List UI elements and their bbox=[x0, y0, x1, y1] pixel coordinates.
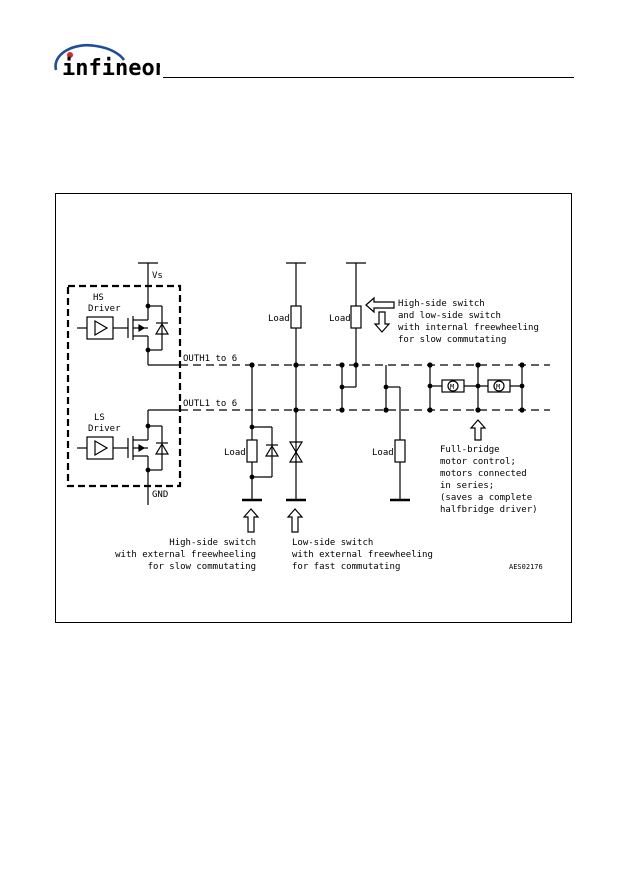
ls-load-branch bbox=[383, 365, 410, 502]
full-bridge-note-6: halfbridge driver) bbox=[440, 505, 538, 515]
gnd-label: GND bbox=[152, 490, 168, 500]
ls-driver-label-2: Driver bbox=[88, 424, 121, 434]
internal-freewheel-branch bbox=[339, 262, 366, 413]
full-bridge-note-1: Full-bridge bbox=[440, 445, 500, 455]
ls-external-branch bbox=[286, 262, 306, 502]
hs-driver-label-2: Driver bbox=[88, 304, 121, 314]
hs-external-load-label: Load bbox=[224, 448, 246, 458]
ls-external-diode-icon bbox=[288, 450, 304, 463]
infineon-logo: infineon bbox=[54, 43, 160, 81]
ls-external-note-2: with external freewheeling bbox=[292, 550, 433, 560]
full-bridge-note-3: motors connected bbox=[440, 469, 527, 479]
ls-driver-label-1: LS bbox=[94, 413, 105, 423]
hs-external-note-1: High-side switch bbox=[169, 538, 256, 548]
internal-load-label: Load bbox=[329, 314, 351, 324]
outh-label: OUTH1 to 6 bbox=[183, 354, 237, 364]
internal-note-2: and low-side switch bbox=[398, 311, 501, 321]
hs-driver-triangle-icon bbox=[94, 319, 109, 337]
full-bridge-branch bbox=[427, 362, 525, 413]
hs-driver-block bbox=[86, 316, 114, 340]
logo-wordmark: infineon bbox=[62, 56, 160, 81]
ls-load-label: Load bbox=[372, 448, 394, 458]
ls-external-arrow-icon bbox=[286, 508, 304, 533]
vs-label: Vs bbox=[152, 271, 163, 281]
full-bridge-note-4: in series; bbox=[440, 481, 494, 491]
ls-mosfet bbox=[127, 410, 170, 505]
full-bridge-note-2: motor control; bbox=[440, 457, 516, 467]
chip-boundary bbox=[66, 284, 182, 488]
full-bridge-arrow-icon bbox=[469, 419, 487, 441]
hs-driver-label-1: HS bbox=[93, 293, 104, 303]
hs-mosfet bbox=[127, 288, 170, 365]
figure-id: AES02176 bbox=[509, 563, 543, 571]
internal-note-1: High-side switch bbox=[398, 299, 485, 309]
internal-note-3: with internal freewheeling bbox=[398, 323, 539, 333]
hs-external-arrow-icon bbox=[242, 508, 260, 533]
logo-red-dot-icon bbox=[67, 52, 73, 58]
ls-freewheel-diode-icon bbox=[154, 442, 170, 455]
hs-external-note-3: for slow commutating bbox=[148, 562, 256, 572]
ls-external-load-label: Load bbox=[268, 314, 290, 324]
hs-external-branch bbox=[242, 362, 280, 502]
motor-2-label: M bbox=[496, 383, 500, 391]
ls-external-note-3: for fast commutating bbox=[292, 562, 400, 572]
motor-1-icon bbox=[447, 380, 459, 392]
logo-swoosh-icon bbox=[54, 43, 126, 71]
outl-label: OUTL1 to 6 bbox=[183, 399, 237, 409]
hs-external-diode-icon bbox=[264, 444, 280, 457]
ls-external-note-1: Low-side switch bbox=[292, 538, 373, 548]
header-rule bbox=[163, 77, 574, 78]
arrow-down-icon bbox=[373, 311, 391, 333]
full-bridge-note-5: (saves a complete bbox=[440, 493, 532, 503]
motor-1-label: M bbox=[450, 383, 454, 391]
arrow-left-icon bbox=[365, 296, 395, 314]
hs-external-note-2: with external freewheeling bbox=[115, 550, 256, 560]
motor-2-icon bbox=[493, 380, 505, 392]
internal-note-4: for slow commutating bbox=[398, 335, 506, 345]
ls-driver-triangle-icon bbox=[94, 439, 109, 457]
hs-freewheel-diode-icon bbox=[154, 322, 170, 335]
ls-driver-block bbox=[86, 436, 114, 460]
figure-frame bbox=[55, 193, 572, 623]
